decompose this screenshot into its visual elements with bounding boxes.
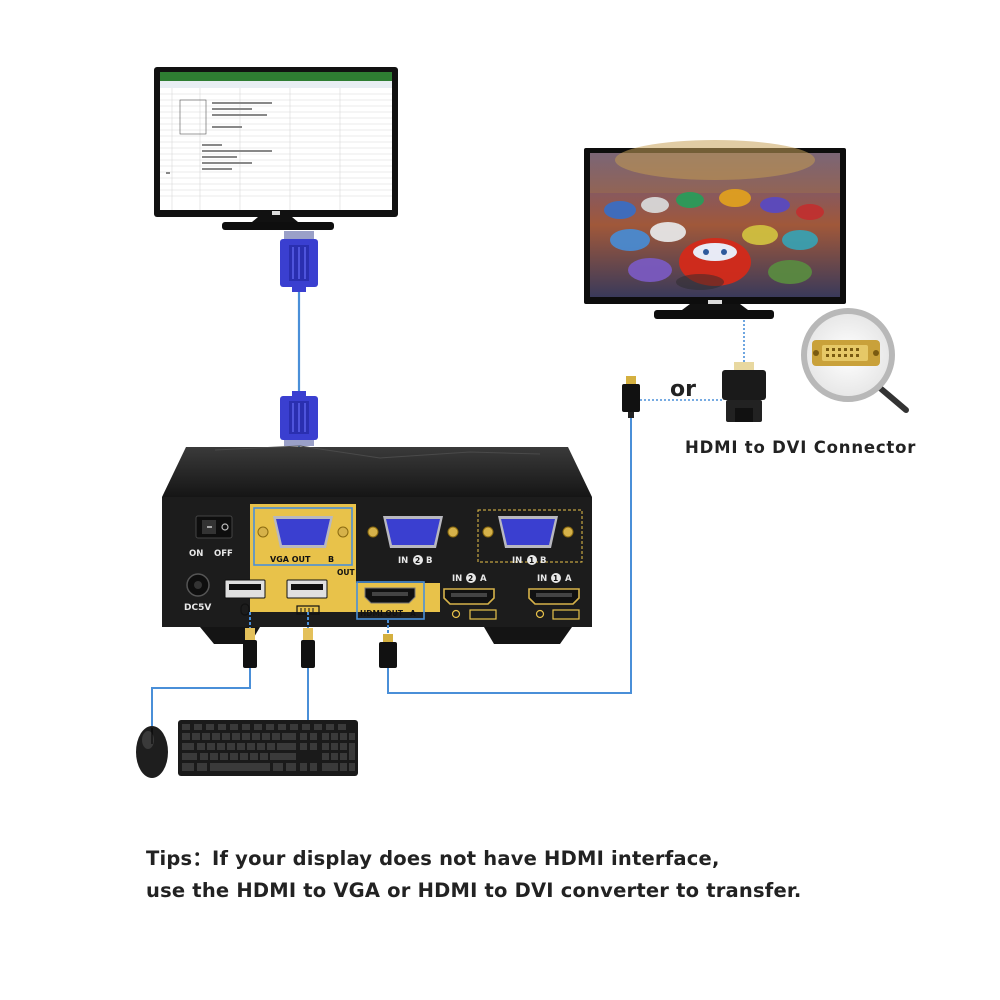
power-off-label: OFF xyxy=(214,549,233,559)
hdmi-dvi-adapter-icon xyxy=(722,362,766,422)
vga-in2-number: 2 xyxy=(415,556,420,565)
hdmi-in2-usb-icon xyxy=(451,609,497,620)
hdmi-in2-label: IN xyxy=(452,574,462,584)
vga-out-label: VGA OUT xyxy=(270,555,311,564)
magnifier-icon xyxy=(801,308,909,413)
vga-out-port[interactable] xyxy=(257,516,349,548)
dc5v-label: DC5V xyxy=(184,603,211,613)
power-switch[interactable] xyxy=(195,515,233,539)
dc-power-jack[interactable] xyxy=(186,573,210,597)
vga-in2-letter: B xyxy=(426,556,432,566)
tips-line-1: Tips：If your display does not have HDMI … xyxy=(146,847,720,870)
hdmi-in1-label: IN xyxy=(537,574,547,584)
monitor-screen-spreadsheet xyxy=(160,72,392,210)
hdmi-out-label: HDMI OUT xyxy=(360,609,404,618)
vga-in1-port[interactable] xyxy=(482,516,574,548)
hdmi-plug-right-icon xyxy=(622,376,640,418)
right-tv xyxy=(584,140,846,319)
left-monitor xyxy=(154,67,398,230)
hdmi-in2-number: 2 xyxy=(468,574,473,583)
vga-in1-label: IN xyxy=(512,556,522,566)
mouse xyxy=(136,726,168,778)
dvi-connector-zoom-icon xyxy=(812,340,880,366)
tips-line-2: use the HDMI to VGA or HDMI to DVI conve… xyxy=(146,879,802,902)
hdmi-in1-number-badge xyxy=(551,573,561,583)
usb-cables xyxy=(151,612,315,726)
hdmi-out-highlight xyxy=(356,581,425,620)
vga-in1-number: 1 xyxy=(529,556,534,565)
usb-plug-keyboard-icon xyxy=(301,628,315,668)
hdmi-output-cable: or HDMI to DVI Connector xyxy=(387,308,916,694)
vga-plug-bottom-icon xyxy=(280,391,318,446)
out-tag: OUT xyxy=(337,568,355,577)
kvm-switch: ON OFF DC5V VGA OUT B OUT IN 2 B xyxy=(162,445,592,644)
hdmi-out-a-mark: A xyxy=(410,609,416,618)
or-label: or xyxy=(670,377,696,402)
hdmi-in1-number: 1 xyxy=(553,574,558,583)
kvm-top xyxy=(162,447,592,497)
vga-in2-number-badge xyxy=(413,555,423,565)
keyboard xyxy=(178,720,358,776)
usb-plug-mouse-icon xyxy=(243,628,257,668)
hdmi-in1-letter: A xyxy=(565,574,572,584)
hdmi-in1-port[interactable] xyxy=(528,588,580,605)
hdmi-in2-letter: A xyxy=(480,574,487,584)
hdmi-in1-usb-icon xyxy=(535,609,580,620)
hdmi-out-port[interactable] xyxy=(364,587,416,604)
hdmi-plug-kvm-icon xyxy=(379,620,397,668)
vga-cable xyxy=(280,231,318,510)
vga-in1-letter: B xyxy=(540,556,546,566)
vga-out-highlight xyxy=(253,507,353,566)
hdmi-in2-number-badge xyxy=(466,573,476,583)
power-on-label: ON xyxy=(189,549,203,559)
vga-in2-label: IN xyxy=(398,556,408,566)
tips-text: Tips：If your display does not have HDMI … xyxy=(146,843,946,907)
usb-port-mouse[interactable] xyxy=(224,579,266,599)
vga-in1-number-badge xyxy=(527,555,537,565)
vga-in2-port[interactable] xyxy=(367,516,459,548)
mouse-icon xyxy=(240,603,250,616)
dvi-connector-caption: HDMI to DVI Connector xyxy=(685,438,916,457)
usb-port-keyboard[interactable] xyxy=(286,579,328,599)
vga-out-b-mark: B xyxy=(328,555,334,564)
hdmi-in2-port[interactable] xyxy=(443,588,495,605)
vga-plug-top-icon xyxy=(280,231,318,292)
